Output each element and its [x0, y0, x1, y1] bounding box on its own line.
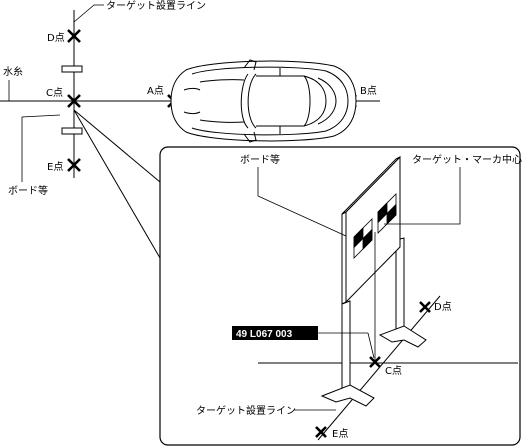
ref-code-leader-drop	[367, 332, 375, 359]
point-c-label: C点	[46, 87, 63, 99]
point-d-marker	[67, 29, 81, 43]
target-marker-center-leader	[384, 167, 461, 225]
point-d-label: D点	[47, 32, 65, 44]
detail-point-d-label: D点	[434, 301, 452, 313]
detail-board-leader	[257, 167, 347, 237]
point-e-label: E点	[47, 161, 63, 173]
detail-point-d-marker	[419, 301, 431, 313]
ref-code-text: 49 L067 003	[236, 329, 293, 340]
target-marker-right	[377, 193, 397, 234]
point-b-label: B点	[360, 85, 377, 97]
detail-point-c-marker	[369, 356, 381, 368]
point-a-label: A点	[147, 85, 164, 97]
board-top-lower	[61, 127, 83, 135]
detail-point-e-label: E点	[332, 428, 348, 440]
target-marker-left	[353, 218, 373, 259]
board-left-leader	[21, 114, 61, 182]
target-marker-center-label: ターゲット・マーカ中心	[412, 153, 522, 166]
detail-board-label: ボード等	[240, 153, 280, 166]
detail-target-line	[317, 295, 441, 441]
board-left-label: ボード等	[8, 184, 48, 197]
board-stand	[320, 155, 427, 407]
detail-target-line-label: ターゲット設置ライン	[196, 404, 296, 417]
vehicle-top-view	[170, 59, 357, 143]
point-c-marker	[67, 94, 81, 108]
target-line-label: ターゲット設置ライン	[106, 0, 206, 12]
ref-code-badge	[232, 326, 318, 340]
target-line-leader	[73, 4, 104, 23]
detail-view-frame	[159, 146, 521, 446]
detail-point-e-marker	[315, 426, 327, 438]
thread-label: 水糸	[3, 66, 23, 78]
point-e-marker	[67, 158, 81, 172]
zoom-connector-lower	[73, 109, 161, 259]
detail-point-c-label: C点	[385, 365, 402, 377]
board-top-upper	[61, 65, 83, 73]
zoom-connector-upper	[73, 109, 161, 183]
